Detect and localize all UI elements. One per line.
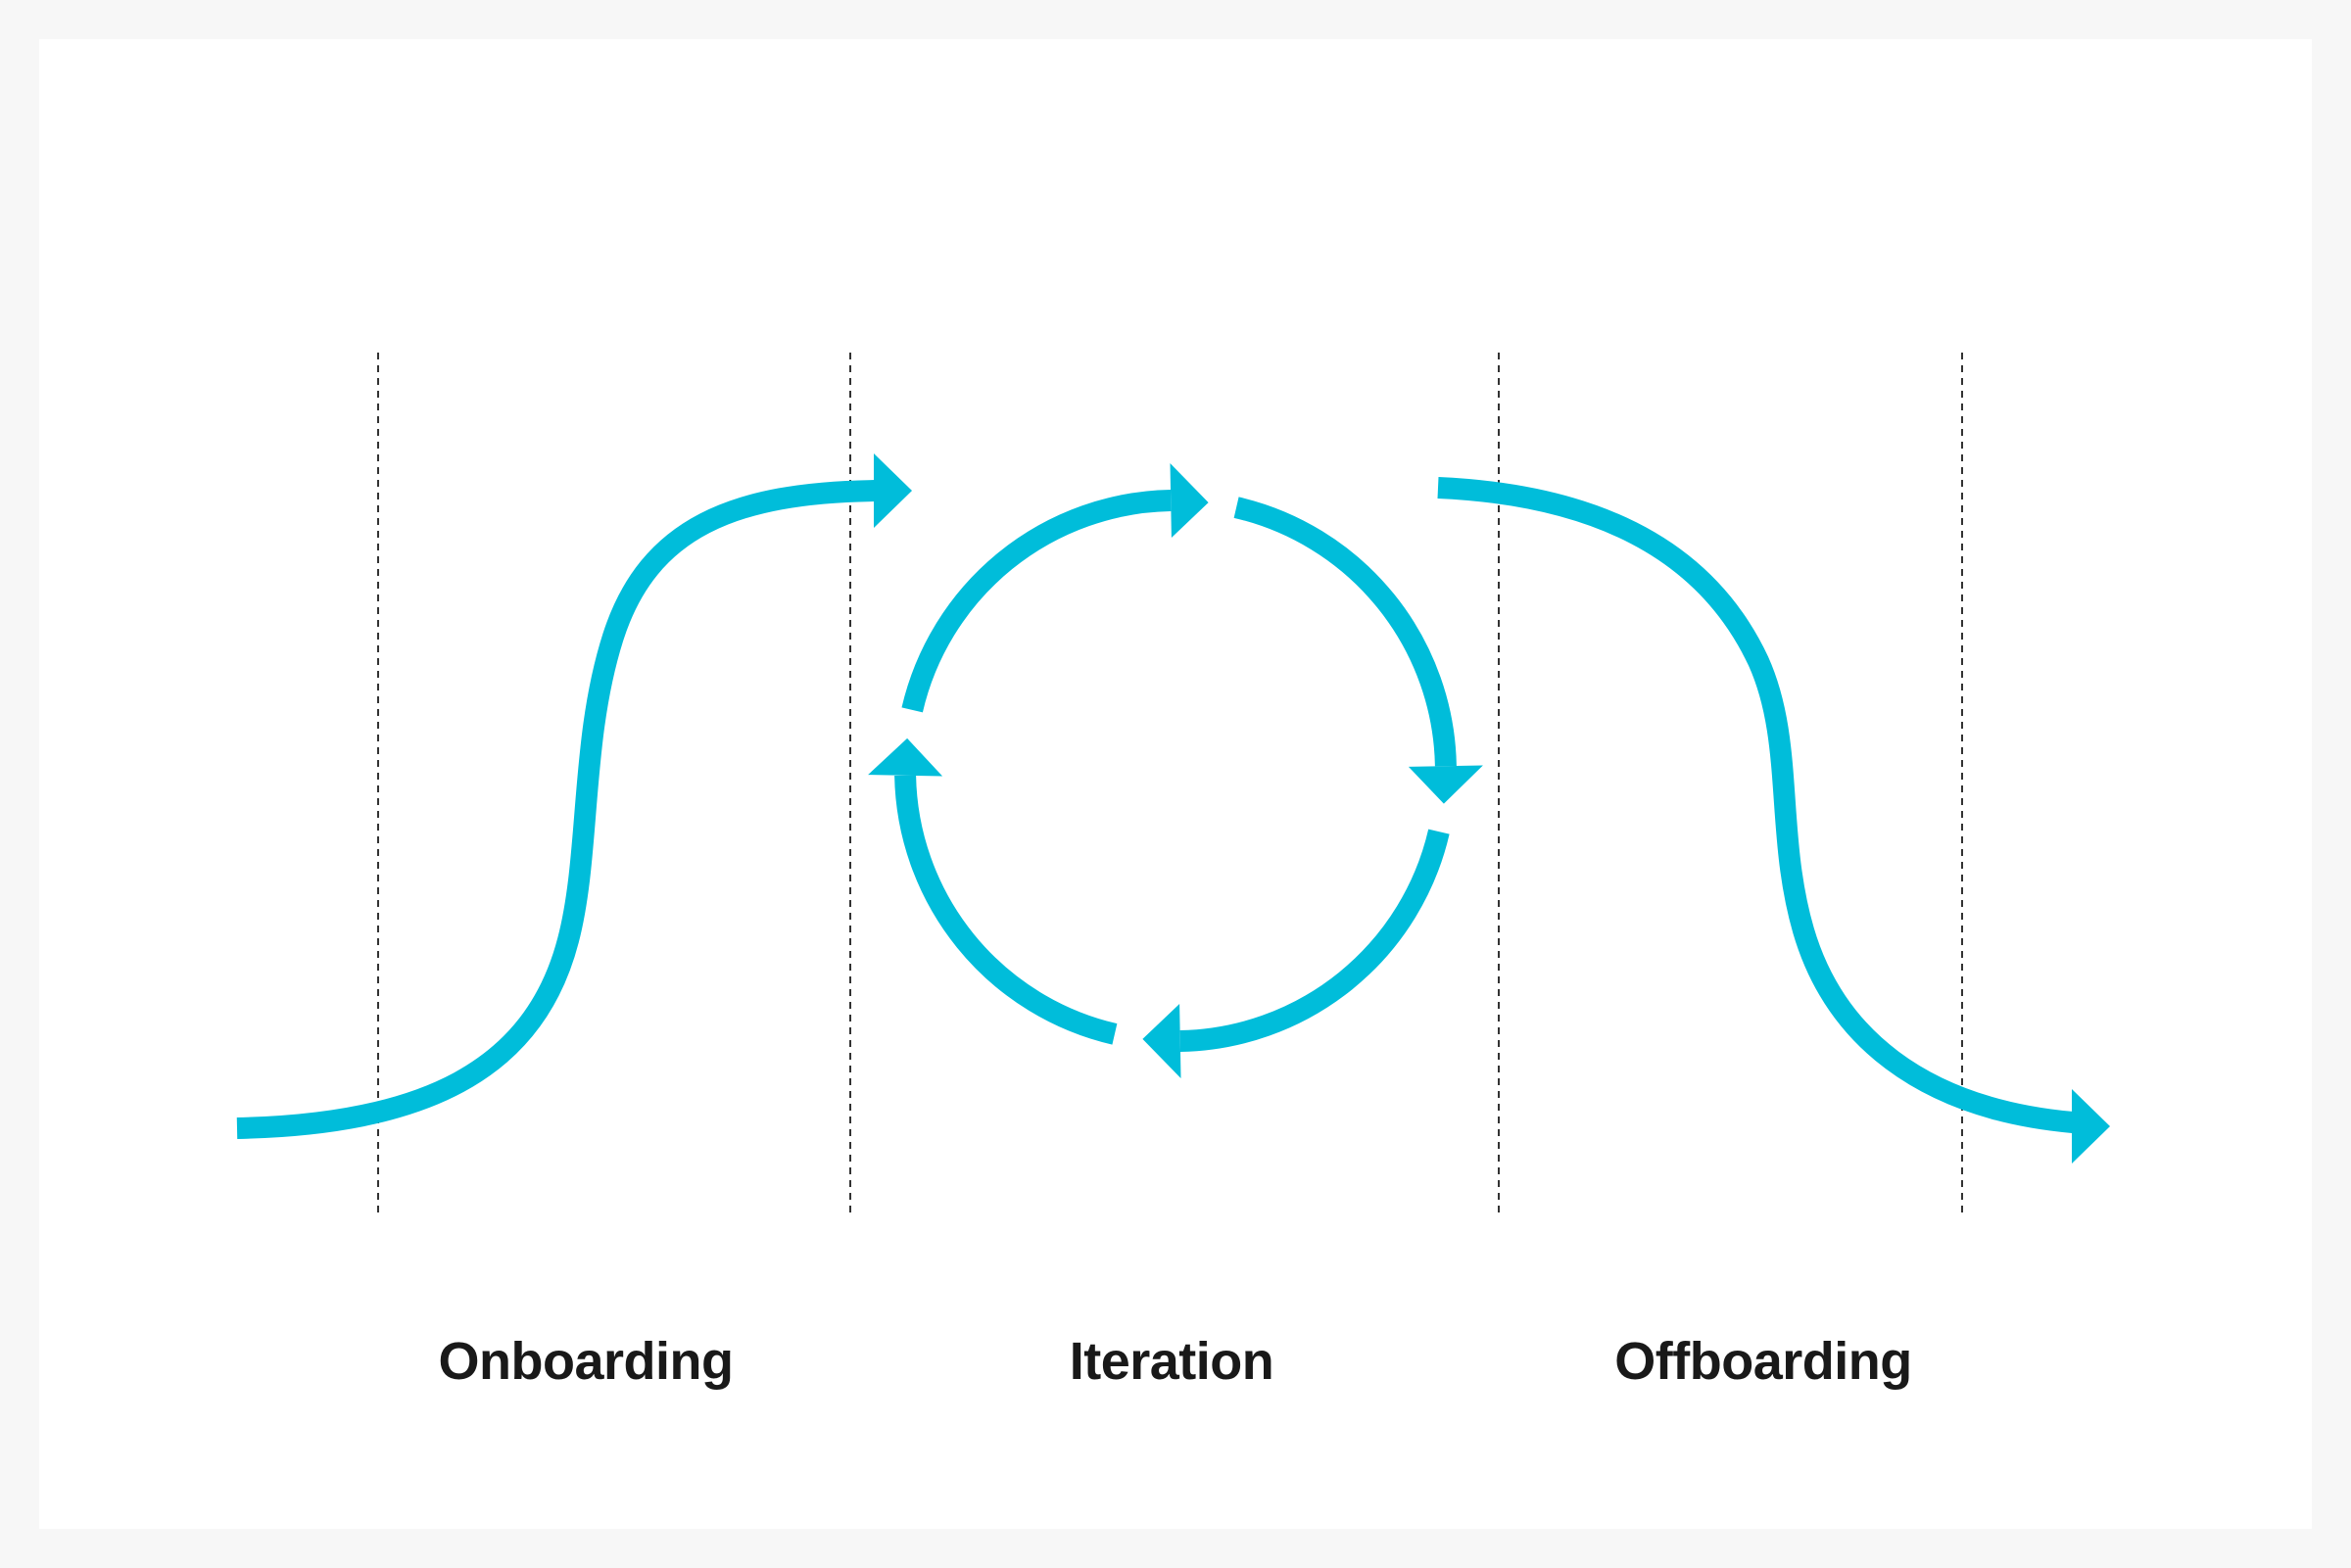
offboarding-curve bbox=[1437, 477, 2074, 1133]
offboarding-arrowhead-icon bbox=[2072, 1089, 2110, 1164]
phase-label-onboarding: Onboarding bbox=[439, 1332, 734, 1391]
phase-label-iteration: Iteration bbox=[1070, 1332, 1274, 1391]
content-card bbox=[39, 39, 2312, 1529]
iteration-cycle-arc-1 bbox=[901, 490, 1172, 713]
onboarding-curve bbox=[236, 480, 877, 1139]
iteration-cycle-arrowhead-icon-3 bbox=[1142, 1004, 1181, 1078]
iteration-cycle-arc-4 bbox=[894, 775, 1118, 1045]
iteration-cycle-arc-3 bbox=[1179, 829, 1450, 1052]
iteration-cycle-arrowhead-icon-4 bbox=[868, 737, 943, 777]
iteration-cycle-arc-2 bbox=[1233, 497, 1457, 767]
iteration-cycle-arrowhead-icon-1 bbox=[1170, 463, 1209, 538]
phase-label-offboarding: Offboarding bbox=[1614, 1332, 1911, 1391]
onboarding-arrowhead-icon bbox=[874, 453, 912, 528]
iteration-cycle-arrowhead-icon-2 bbox=[1408, 765, 1483, 804]
